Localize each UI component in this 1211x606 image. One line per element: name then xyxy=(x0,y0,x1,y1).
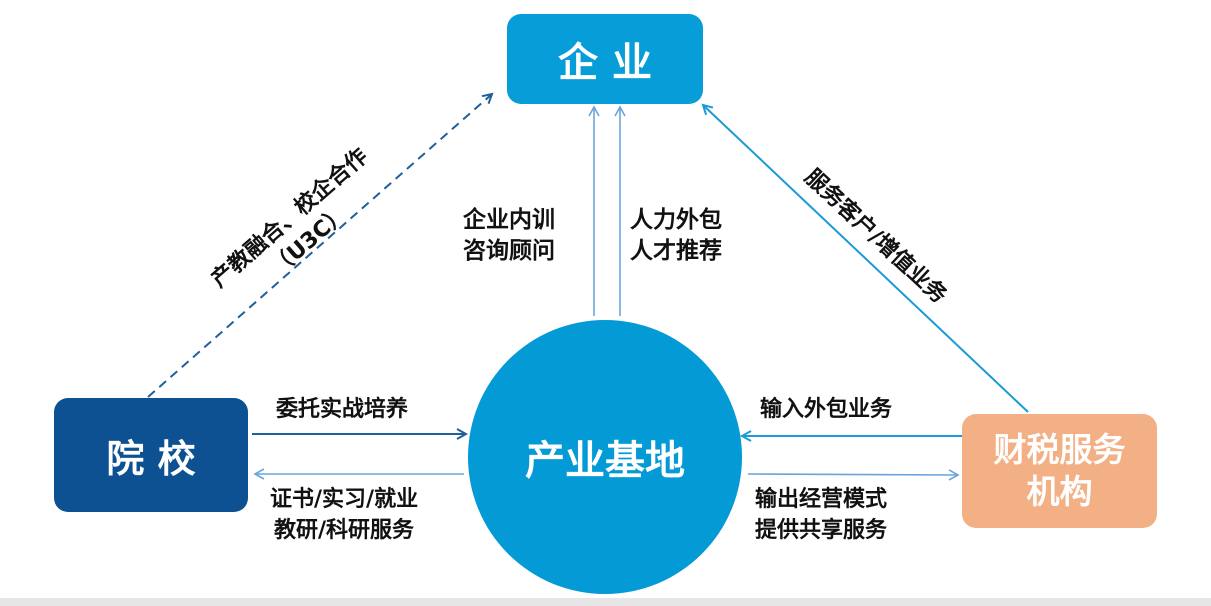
label-recommendation: 人才推荐 xyxy=(630,238,722,264)
node-school-label: 院 校 xyxy=(106,436,196,481)
label-base-to-school: 证书/实习/就业 教研/科研服务 xyxy=(270,484,418,546)
label-business-model: 输出经营模式 xyxy=(755,487,888,512)
node-industry-base-label: 产业基地 xyxy=(525,438,685,484)
node-enterprise: 企 业 xyxy=(507,14,703,104)
node-enterprise-label: 企 业 xyxy=(558,40,652,86)
label-tax-to-base: 输入外包业务 xyxy=(760,397,893,422)
arrow-base-to-tax xyxy=(747,469,960,481)
label-base-to-tax: 输出经营模式 提供共享服务 xyxy=(755,484,887,546)
label-shared-service: 提供共享服务 xyxy=(755,518,888,543)
label-consulting: 咨询顾问 xyxy=(463,238,555,264)
label-base-to-enterprise-right: 人力外包 人才推荐 xyxy=(630,205,722,267)
bottom-strip xyxy=(0,598,1211,606)
node-industry-base: 产业基地 xyxy=(468,320,742,594)
arrow-school-to-enterprise xyxy=(147,94,492,398)
label-certificate: 证书/实习/就业 xyxy=(270,487,419,512)
label-training: 企业内训 xyxy=(463,207,555,233)
arrow-tax-to-enterprise xyxy=(703,105,1029,413)
label-outsourcing: 人力外包 xyxy=(630,207,722,233)
label-school-to-base: 委托实战培养 xyxy=(276,397,409,422)
node-tax-service: 财税服务 机构 xyxy=(962,414,1157,528)
node-school: 院 校 xyxy=(54,398,248,512)
node-tax-service-label-1: 财税服务 xyxy=(993,430,1126,469)
node-tax-service-label-2: 机构 xyxy=(1026,472,1093,511)
label-base-to-enterprise-left: 企业内训 咨询顾问 xyxy=(463,205,555,267)
label-research: 教研/科研服务 xyxy=(274,518,415,543)
